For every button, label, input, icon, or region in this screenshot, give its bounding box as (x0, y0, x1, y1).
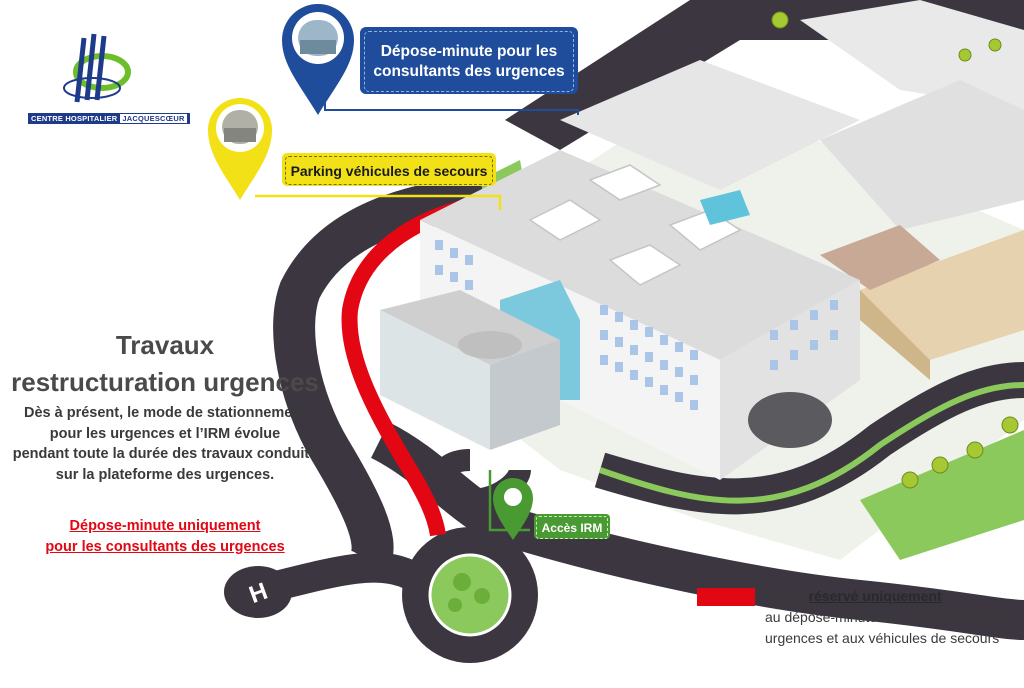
callout-acces-irm-label: Accès IRM (536, 516, 608, 539)
callout-depose-minute: Dépose-minute pour les consultants des u… (360, 27, 578, 94)
heading-line1: Travaux (115, 330, 215, 360)
description: Dès à présent, le mode de stationnement … (0, 403, 330, 485)
legend-line3: urgences et aux véhicules de secours (765, 630, 1000, 646)
heading-line2: restructuration urgences (11, 367, 319, 397)
connector-yellow (255, 194, 502, 210)
callout-parking-secours: Parking véhicules de secours (282, 153, 496, 186)
building-right-tan-side (860, 290, 930, 380)
legend-text: Circuit réservé uniquement au dépose-min… (765, 586, 1005, 649)
trees (771, 11, 1019, 489)
callout-parking-secours-label: Parking véhicules de secours (285, 156, 493, 185)
location-pin-icon-green (493, 478, 533, 540)
description-line1: Dès à présent, le mode de stationnement (23, 405, 307, 421)
description-line3: pendant toute la durée des travaux condu… (12, 446, 318, 462)
building-right-tan (860, 230, 1024, 360)
note-line1: Dépose-minute uniquement (69, 518, 261, 534)
legend-line2: au dépose-minute des consultants des (765, 609, 1005, 625)
grass-strip-right (599, 382, 1024, 504)
hospital-logo-name: Centre hospitalierJacquesCœur (28, 113, 190, 124)
callout-acces-irm: Accès IRM (534, 514, 610, 539)
callout-depose-minute-line1: Dépose-minute pour les (380, 42, 558, 60)
road-main-loop (273, 174, 507, 570)
grass-lower-right (860, 430, 1024, 560)
helipad (224, 566, 292, 618)
building-back-2 (800, 0, 1024, 110)
description-line2: pour les urgences et l’IRM évolue (49, 425, 281, 442)
building-back-1 (560, 60, 860, 190)
callout-depose-minute-line2: consultants des urgences (373, 62, 565, 80)
depose-minute-note: Dépose-minute uniquement pour les consul… (0, 516, 330, 557)
photo-pin-icon-yellow (208, 98, 272, 200)
hospital-logo (63, 33, 131, 103)
annex-building-side (490, 340, 560, 450)
road-right (594, 362, 1024, 515)
photo-pin-icon-blue (282, 3, 354, 115)
legend-line1-prefix: Circuit (765, 588, 809, 604)
logo-name-part2: JacquesCœur (120, 114, 187, 123)
annex-building-front (380, 310, 490, 450)
building-brown (820, 225, 940, 290)
roundabout-trees (448, 573, 490, 612)
legend-red-swatch (697, 588, 755, 606)
logo-name-part1: Centre hospitalier (31, 114, 118, 123)
legend-line1-bold: réservé uniquement (808, 588, 942, 604)
annex-tower (458, 331, 522, 359)
dome-structure (748, 392, 832, 448)
roundabout-center (428, 553, 512, 637)
glass-atrium-top (700, 190, 750, 225)
note-line2: pour les consultants des urgences (45, 538, 285, 555)
road-heliport (276, 552, 417, 600)
description-line4: sur la plateforme des urgences. (55, 466, 275, 483)
building-main-windows (435, 240, 838, 410)
connector-blue (324, 100, 579, 115)
reserved-route (341, 192, 506, 537)
building-back-3 (820, 80, 1024, 230)
